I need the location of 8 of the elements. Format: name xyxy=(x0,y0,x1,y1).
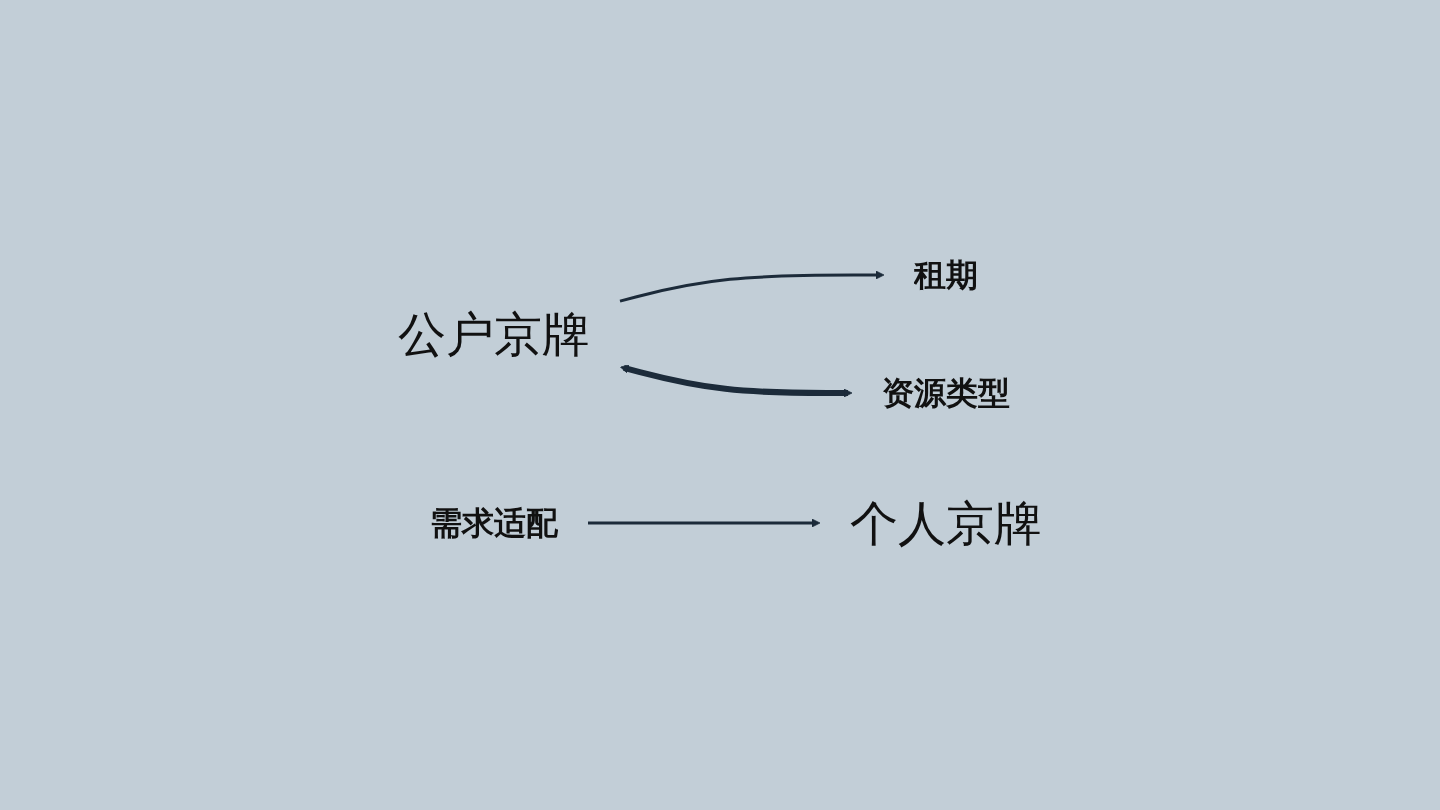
node-text: 资源类型 xyxy=(882,374,1010,412)
arrow xyxy=(588,518,821,528)
node-text: 租期 xyxy=(914,256,978,294)
arrow xyxy=(619,270,885,303)
arrow xyxy=(620,364,853,398)
node-text: 个人京牌 xyxy=(850,495,1042,551)
node-text: 需求适配 xyxy=(430,504,558,542)
node-text: 公户京牌 xyxy=(398,306,590,362)
